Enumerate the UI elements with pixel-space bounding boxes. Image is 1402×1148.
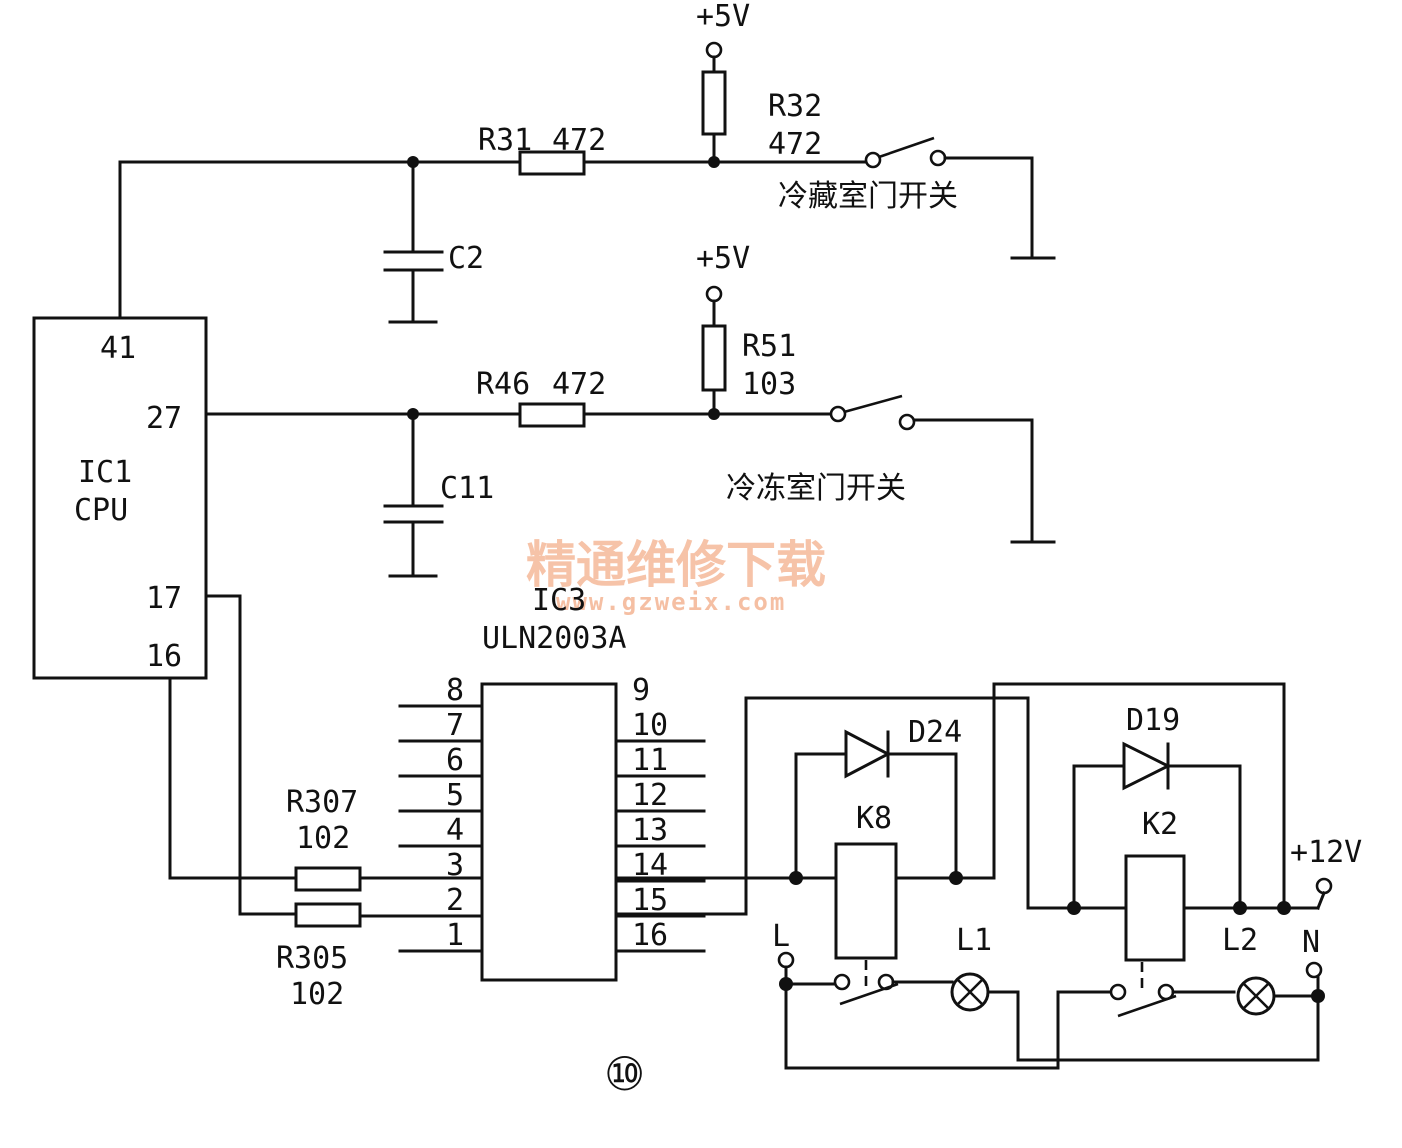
wire-d19-loop [1072,764,1242,910]
n-label: N [1302,925,1320,960]
vcc-5v-top: +5V [696,0,750,34]
ic3-name: IC3 [532,583,586,618]
k2-label: K2 [1142,807,1178,842]
watermark-cn: 精通维修下载 [526,536,826,594]
r305-name: R305 [276,941,348,976]
ic3-right-pin-number: 15 [632,883,668,918]
r307-value: 102 [296,821,350,856]
wire-pin41 [118,160,522,320]
ic3-left-pin-number: 4 [446,813,464,848]
ic3-block [480,682,618,982]
k8-contact-a [833,973,851,991]
r32-value: 472 [768,127,822,162]
ic1-pin-16: 16 [146,639,182,674]
ic3-left-pin-number: 2 [446,883,464,918]
ic3-left-pin-number: 7 [446,708,464,743]
switch1-contact-a [864,151,882,169]
relay-coil-k8 [834,842,898,960]
capacitor-c2 [383,160,444,324]
ic3-left-pin-number: 8 [446,673,464,708]
wire-d24-loop [794,752,958,880]
vcc-5v-mid: +5V [696,241,750,276]
r31-name: R31 [478,123,532,158]
wire-switch1-ground [943,156,1056,260]
terminal-n [1305,961,1323,979]
junction-12v [1277,901,1291,915]
l2-label: L2 [1222,923,1258,958]
k2-contact-a [1109,983,1127,1001]
terminal-5v-top [705,41,723,59]
diode-d24 [844,729,892,779]
switch2-label: 冷冻室门开关 [726,471,906,506]
d24-label: D24 [908,715,962,750]
ic3-left-pin-number: 3 [446,848,464,883]
lamp-l1-cross [956,978,984,1006]
diode-d19 [1122,741,1172,791]
resistor-r46 [518,402,586,428]
switch2-blade [843,394,903,414]
r46-value: 472 [552,367,606,402]
wire-mains-l [784,965,1114,1070]
figure-number: ⑩ [604,1047,645,1101]
ic3-left-pin-number: 5 [446,778,464,813]
switch1-contact-b [929,149,947,167]
ic1-pin-41: 41 [100,331,136,366]
ic1-pin-27: 27 [146,401,182,436]
r46-name: R46 [476,367,530,402]
vcc-12v: +12V [1290,835,1362,870]
l-label: L [772,919,790,954]
r305-value: 102 [290,977,344,1012]
l1-label: L1 [956,923,992,958]
switch1-label: 冷藏室门开关 [778,179,958,214]
ic3-left-pin-number: 1 [446,918,464,953]
ic1-sub: CPU [74,493,128,528]
ic3-right-pin-number: 13 [632,813,668,848]
c11-label: C11 [440,471,494,506]
switch2-contact-a [829,405,847,423]
ic3-right-pin-number: 9 [632,673,650,708]
ic3-right-pin-number: 11 [632,743,668,778]
ic3-part: ULN2003A [482,621,627,656]
switch2-contact-b [898,413,916,431]
wire-l1-n [986,990,1320,1062]
ic3-left-pin-number: 6 [446,743,464,778]
resistor-r32 [701,70,727,136]
r307-name: R307 [286,785,358,820]
k8-switch-blade [839,982,899,1006]
ic1-name: IC1 [78,455,132,490]
ic1-cpu-block [32,316,208,680]
terminal-5v-mid [705,285,723,303]
wire-pin17 [204,594,298,916]
r32-name: R32 [768,89,822,124]
r31-value: 472 [552,123,606,158]
ic3-right-pin-number: 12 [632,778,668,813]
switch1-blade [878,136,935,159]
ic1-pin-17: 17 [146,581,182,616]
junction-k8-right [949,871,963,885]
terminal-l [777,951,795,969]
r51-name: R51 [742,329,796,364]
ic3-right-pin-number: 10 [632,708,668,743]
k8-label: K8 [856,801,892,836]
resistor-r51 [701,324,727,392]
d19-label: D19 [1126,703,1180,738]
ic3-right-pin-number: 16 [632,918,668,953]
capacitor-c11 [383,412,444,578]
r51-value: 103 [742,367,796,402]
watermark-url: www.gzweix.com [556,588,786,616]
wire-switch2-ground [912,418,1056,544]
relay-coil-k2 [1124,854,1186,962]
resistor-r307 [294,866,362,892]
c2-label: C2 [448,241,484,276]
k2-switch-blade [1117,994,1177,1018]
junction-k2-right [1233,901,1247,915]
resistor-r305 [294,902,362,928]
wire-12v [1316,891,1326,910]
wire-ic3-relays [614,696,1320,916]
wire-pin16 [168,676,298,880]
terminal-12v [1315,877,1333,895]
lamp-l2-cross [1242,982,1270,1010]
